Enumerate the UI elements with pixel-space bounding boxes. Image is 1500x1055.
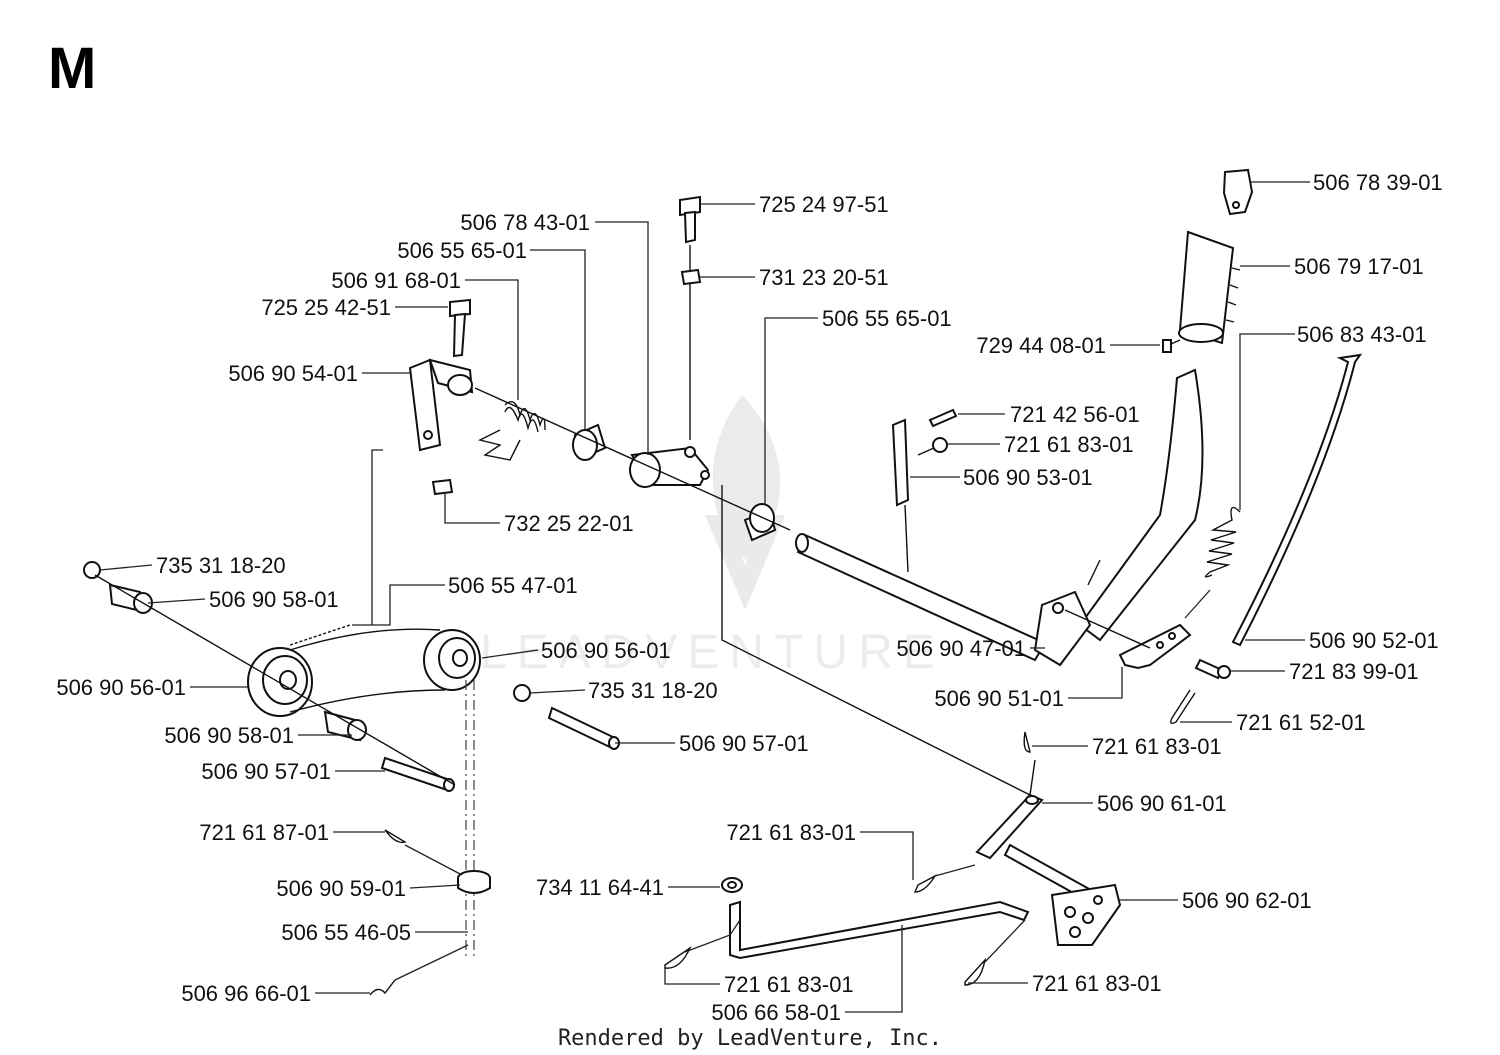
callout-c38: 506 55 46-05	[281, 920, 411, 945]
callout-c23: 721 83 99-01	[1289, 659, 1419, 684]
callout-c24: 506 90 56-01	[541, 638, 671, 663]
callout-c19: 506 90 58-01	[209, 587, 339, 612]
callout-c27: 721 61 52-01	[1236, 710, 1366, 735]
tension-bracket	[408, 358, 474, 452]
callout-c41: 506 96 66-01	[181, 981, 311, 1006]
control-rod	[1231, 353, 1363, 647]
callout-c40: 721 61 83-01	[1032, 971, 1162, 996]
cotter-pin-b	[917, 437, 948, 456]
pivot-arm	[629, 446, 710, 488]
callout-c33: 721 61 87-01	[199, 820, 329, 845]
callout-c22: 506 90 47-01	[896, 636, 1026, 661]
callout-c8: 725 25 42-51	[261, 295, 391, 320]
callout-c18: 506 55 47-01	[448, 573, 578, 598]
pulley-axis	[94, 574, 456, 786]
clevis-pin	[1194, 658, 1231, 680]
callout-c15: 506 90 53-01	[963, 465, 1093, 490]
flat-washer	[721, 877, 743, 893]
pulley-right	[423, 629, 481, 691]
spacer-lower	[323, 710, 367, 742]
hex-nut-upper	[680, 268, 702, 286]
grip-screw	[1162, 339, 1181, 353]
callout-c31: 506 90 57-01	[201, 759, 331, 784]
roll-pin	[928, 408, 958, 428]
pivot-plate	[891, 418, 910, 573]
extension-spring	[1204, 506, 1241, 578]
callout-c21: 506 90 56-01	[56, 675, 186, 700]
callout-c10: 506 83 43-01	[1297, 322, 1427, 347]
callout-c9: 506 55 65-01	[822, 306, 952, 331]
watermark-logo	[705, 395, 785, 610]
torsion-spring	[477, 401, 546, 461]
callout-c26: 506 90 51-01	[934, 686, 1064, 711]
callout-c12: 506 90 54-01	[228, 361, 358, 386]
callout-c34: 721 61 83-01	[726, 820, 856, 845]
cotter-pin-f	[964, 957, 987, 986]
shaft-bushing	[743, 503, 777, 542]
callout-c39: 721 61 83-01	[724, 972, 854, 997]
lever-grip	[1178, 230, 1241, 345]
cotter-pin-d	[913, 874, 937, 893]
leader-lines	[99, 181, 1310, 1013]
watermark-text: LEADVENTURE	[480, 626, 945, 679]
callout-c1: 506 78 39-01	[1313, 170, 1443, 195]
callout-c11: 729 44 08-01	[976, 333, 1106, 358]
hex-nut-lower	[431, 478, 454, 496]
bracket-bolt	[449, 298, 471, 358]
axle-pin-left	[380, 756, 455, 792]
section-letter: M	[48, 36, 96, 101]
lever-knob	[1222, 168, 1254, 216]
callout-c35: 506 90 59-01	[276, 876, 406, 901]
drive-belt	[289, 624, 446, 713]
arm-bushing	[572, 423, 607, 461]
credit-text: Rendered by LeadVenture, Inc.	[558, 1026, 942, 1051]
callout-c6: 506 79 17-01	[1294, 254, 1424, 279]
callout-c2: 725 24 97-51	[759, 192, 889, 217]
callout-c36: 734 11 64-41	[536, 875, 664, 900]
callout-c37: 506 90 62-01	[1182, 888, 1312, 913]
cotter-pin-a	[1169, 689, 1196, 725]
shaft-collar	[457, 870, 491, 894]
callout-c13: 721 42 56-01	[1010, 402, 1140, 427]
link-rod	[975, 759, 1044, 860]
parts-artwork	[83, 168, 1363, 996]
lock-washer-left	[83, 561, 101, 579]
callout-c17: 735 31 18-20	[156, 553, 286, 578]
axle-pin-right	[547, 706, 620, 750]
callout-c42: 506 66 58-01	[711, 1000, 841, 1025]
callout-c14: 721 61 83-01	[1004, 432, 1134, 457]
shaft-axis	[474, 387, 791, 531]
spring-clip	[369, 979, 396, 996]
callout-c5: 731 23 20-51	[759, 265, 889, 290]
vertical-bolt	[679, 195, 701, 440]
cotter-pin-g	[1023, 731, 1031, 753]
callout-c4: 506 55 65-01	[397, 238, 527, 263]
callout-labels: 506 78 39-01 725 24 97-51 506 78 43-01 5…	[56, 170, 1442, 1025]
link-bracket	[1064, 609, 1192, 670]
spacer-upper	[108, 583, 153, 614]
pedal-plate	[1003, 843, 1122, 946]
callout-c28: 506 90 58-01	[164, 723, 294, 748]
lock-washer-right	[513, 684, 531, 702]
lift-lever	[1033, 368, 1204, 667]
cotter-pin-c	[384, 829, 407, 844]
callout-c25: 735 31 18-20	[588, 678, 718, 703]
callout-c29: 506 90 57-01	[679, 731, 809, 756]
callout-c32: 506 90 61-01	[1097, 791, 1227, 816]
callout-c7: 506 91 68-01	[331, 268, 461, 293]
callout-c3: 506 78 43-01	[460, 210, 590, 235]
callout-c20: 506 90 52-01	[1309, 628, 1439, 653]
callout-c30: 721 61 83-01	[1092, 734, 1222, 759]
main-shaft	[795, 533, 1047, 662]
pulley-left	[247, 647, 313, 717]
connecting-rod	[729, 900, 1030, 960]
linkage-line	[721, 485, 1031, 796]
callout-c16: 732 25 22-01	[504, 511, 634, 536]
